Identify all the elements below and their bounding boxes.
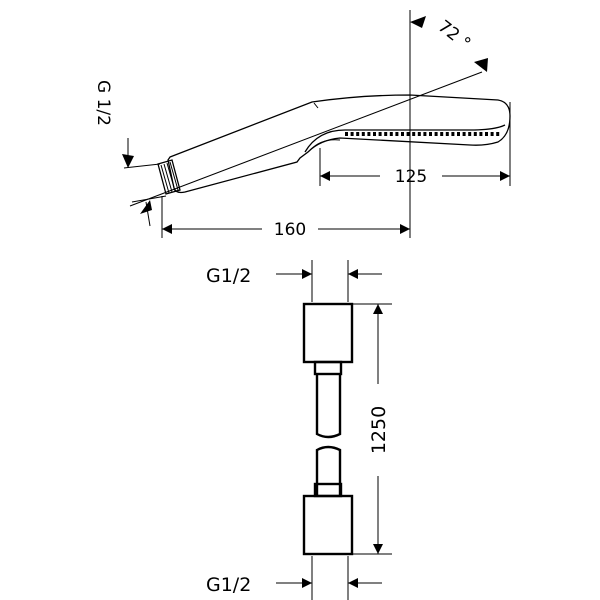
- hose-lower-segment: [315, 445, 342, 496]
- hose-bottom-thread-label: G1/2: [206, 574, 251, 596]
- hose-top-nut: [302, 302, 354, 364]
- shower-handle: [167, 94, 511, 194]
- overall-length-label: 160: [274, 220, 306, 240]
- hand-shower-drawing: 72 ° G 1/2 125 160: [93, 10, 511, 240]
- hose-length-label: 1250: [368, 406, 390, 454]
- hose-top-thread-label: G1/2: [206, 265, 251, 287]
- thread-arrow-top: [122, 154, 134, 168]
- thread-label-vertical: G 1/2: [93, 80, 113, 126]
- hose-bottom-nut: [302, 494, 354, 556]
- angle-arrow-right: [474, 58, 488, 72]
- hose-drawing: G1/2 G1/2 1250: [206, 260, 392, 600]
- head-length-label: 125: [395, 167, 427, 187]
- spray-face: [304, 124, 506, 153]
- thread-connector: [157, 159, 181, 195]
- thread-arrow-bottom: [140, 200, 152, 214]
- hose-upper-segment: [315, 374, 342, 439]
- angle-label: 72 °: [434, 17, 474, 55]
- shower-axis-line: [129, 71, 483, 207]
- angle-arrow-left: [410, 16, 426, 28]
